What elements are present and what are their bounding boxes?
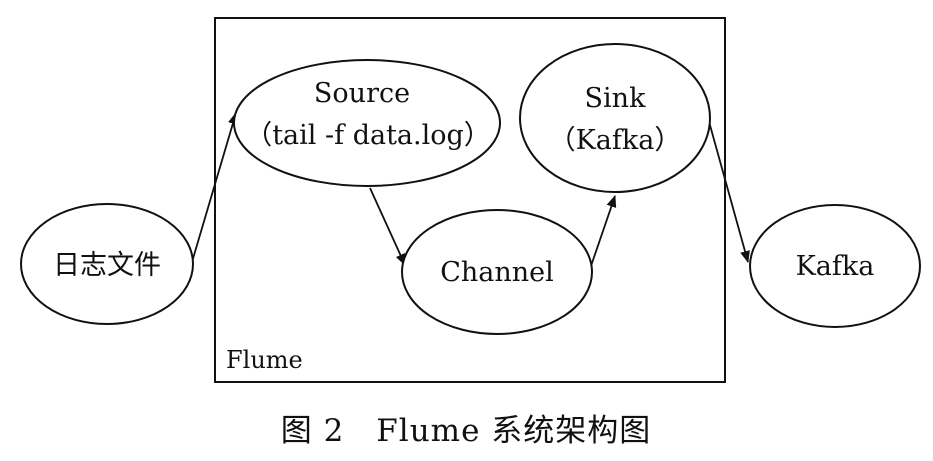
flume-container-box: [214, 17, 726, 383]
node-log-file: 日志文件: [20, 203, 194, 325]
kafka-ellipse: [749, 204, 921, 328]
edge-source-to-channel: [369, 187, 406, 266]
channel-label: Channel: [440, 257, 554, 288]
figure-caption: 图 2 Flume 系统架构图: [281, 413, 652, 449]
sink-sublabel: （Kafka）: [549, 125, 682, 156]
channel-ellipse: [401, 209, 593, 335]
source-sublabel: （tail -f data.log）: [245, 120, 491, 151]
source-label: Source: [314, 78, 410, 109]
log-file-label: 日志文件: [53, 250, 161, 281]
edge-channel-to-sink: [590, 195, 617, 267]
edge-logfile-to-source: [191, 112, 238, 263]
sink-ellipse: [519, 43, 711, 193]
node-channel: Channel: [401, 209, 593, 335]
sink-label: Sink: [585, 83, 647, 114]
kafka-label: Kafka: [796, 251, 875, 282]
source-ellipse: [233, 59, 501, 187]
node-source: Source （tail -f data.log）: [233, 59, 501, 187]
log-file-ellipse: [20, 203, 194, 325]
node-kafka: Kafka: [749, 204, 921, 328]
edge-sink-to-kafka: [707, 117, 750, 263]
flume-container-label: Flume: [226, 346, 303, 374]
node-sink: Sink （Kafka）: [519, 43, 711, 193]
